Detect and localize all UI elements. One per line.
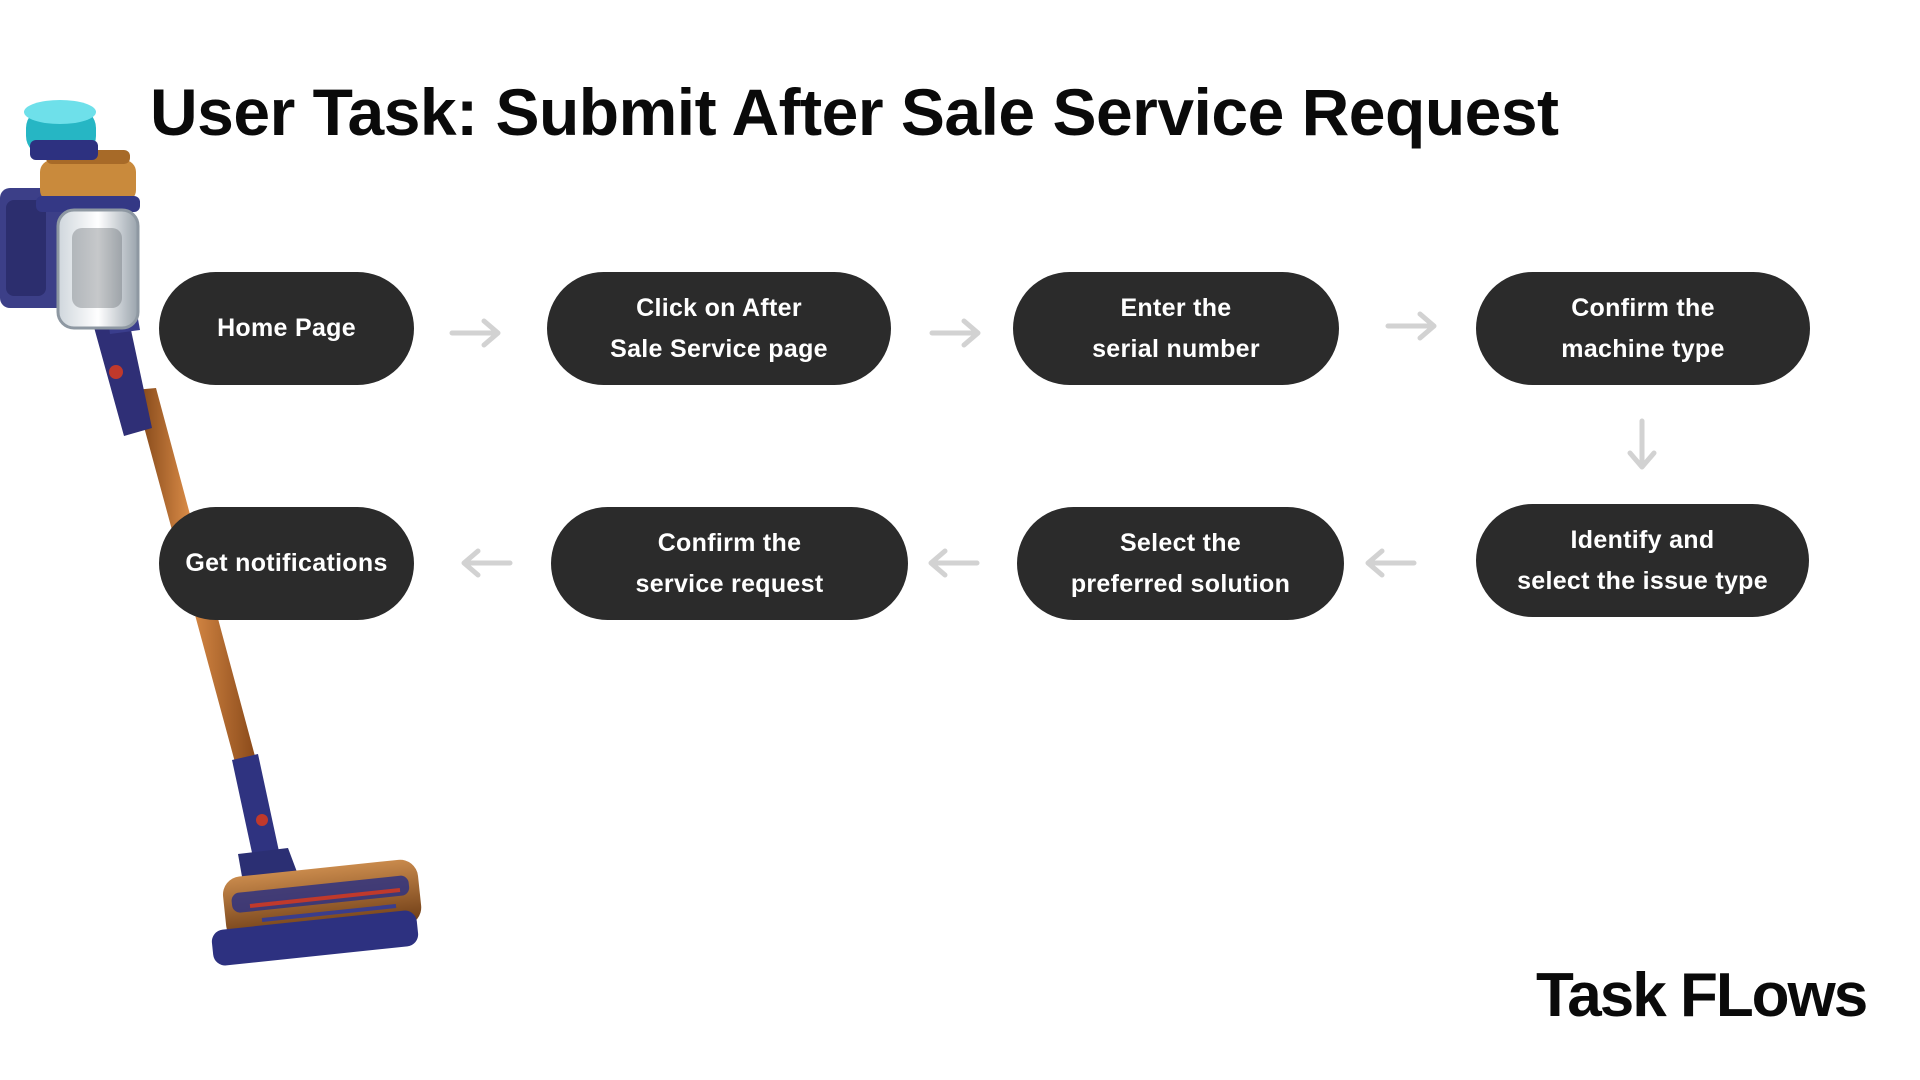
arrow-right-icon (449, 318, 501, 348)
clear-bin (56, 208, 140, 330)
arrow-right-icon (929, 318, 981, 348)
arrow-right-icon (1385, 311, 1437, 341)
step-label: Home Page (217, 314, 356, 342)
step-click-after-sale-service: Click on After Sale Service page (547, 272, 891, 385)
page-title: User Task: Submit After Sale Service Req… (150, 75, 1559, 149)
step-label: Confirm the service request (635, 528, 824, 598)
step-home-page: Home Page (159, 272, 414, 385)
step-label: Get notifications (185, 549, 388, 577)
step-label: Select the preferred solution (1070, 528, 1291, 598)
arrow-down-icon (1627, 418, 1657, 470)
vacuum-illustration (0, 100, 422, 966)
arrow-left-icon (461, 548, 513, 578)
step-enter-serial-number: Enter the serial number (1013, 272, 1339, 385)
step-label: Confirm the machine type (1561, 293, 1725, 363)
step-label: Identify and select the issue type (1517, 525, 1768, 595)
step-confirm-machine-type: Confirm the machine type (1476, 272, 1810, 385)
step-get-notifications: Get notifications (159, 507, 414, 620)
step-confirm-service-request: Confirm the service request (551, 507, 908, 620)
step-label: Enter the serial number (1092, 293, 1260, 363)
step-identify-issue-type: Identify and select the issue type (1476, 504, 1809, 617)
arrow-left-icon (928, 548, 980, 578)
step-select-preferred-solution: Select the preferred solution (1017, 507, 1344, 620)
step-label: Click on After Sale Service page (610, 293, 828, 363)
brand-wordmark: Task FLows (1536, 961, 1868, 1030)
arrow-left-icon (1365, 548, 1417, 578)
